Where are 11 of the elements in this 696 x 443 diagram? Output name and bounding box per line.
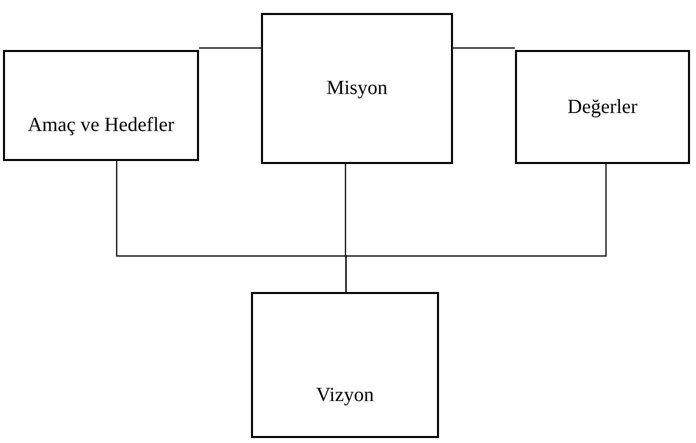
text-box — [261, 13, 453, 164]
connector-line — [199, 47, 261, 49]
box-label: Vizyon — [316, 382, 374, 408]
text-box — [515, 50, 690, 164]
box-label: Amaç ve Hedefler — [28, 113, 174, 138]
connector-line — [345, 164, 607, 292]
text-box — [251, 292, 439, 438]
text-box — [3, 50, 199, 161]
box-label: Misyon — [326, 76, 388, 101]
connector-line — [453, 47, 515, 49]
box-label: Değerler — [568, 94, 638, 120]
